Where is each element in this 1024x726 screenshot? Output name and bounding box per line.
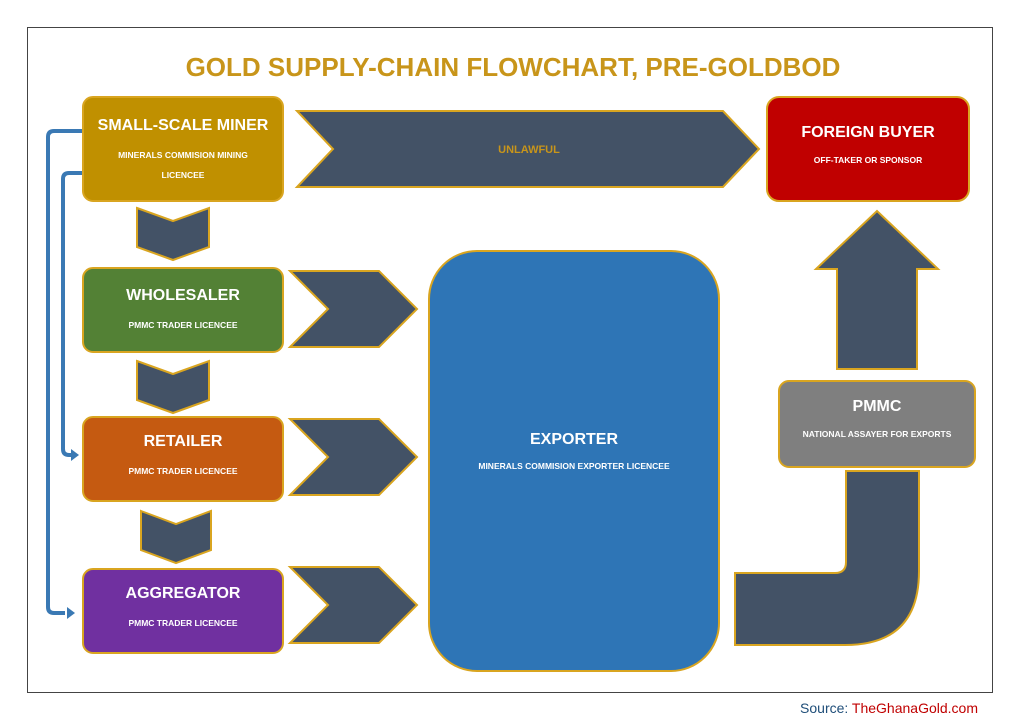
node-small-scale-miner <box>82 96 284 202</box>
arrow-retailer-to-exporter <box>287 418 419 496</box>
aggregator-subtitle: PMMC TRADER LICENCEE <box>128 618 237 628</box>
miner-subtitle-line2: LICENCEE <box>162 170 205 180</box>
node-foreign-buyer <box>766 96 970 202</box>
unlawful-arrow <box>294 110 761 188</box>
arrow-wholesaler-to-exporter <box>287 270 419 348</box>
down-arrow-retailer-to-aggregator <box>140 509 212 565</box>
arrow-exporter-to-pmmc <box>734 470 920 646</box>
node-retailer <box>82 416 284 502</box>
arrow-aggregator-to-exporter <box>287 566 419 644</box>
node-pmmc <box>778 380 976 468</box>
diagram-title: GOLD SUPPLY-CHAIN FLOWCHART, PRE-GOLDBOD <box>186 52 841 82</box>
node-aggregator <box>82 568 284 654</box>
exporter-title: EXPORTER <box>530 431 618 448</box>
wholesaler-title: WHOLESALER <box>126 287 240 304</box>
loop-arrowhead-inner <box>71 449 79 461</box>
source-prefix: Source: <box>800 700 852 716</box>
down-arrow-miner-to-wholesaler <box>136 206 210 262</box>
loop-arrowhead-outer <box>67 607 75 619</box>
exporter-subtitle: MINERALS COMMISION EXPORTER LICENCEE <box>478 461 670 471</box>
miner-subtitle-line1: MINERALS COMMISION MINING <box>118 150 248 160</box>
flowchart: GOLD SUPPLY-CHAIN FLOWCHART, PRE-GOLDBOD… <box>46 52 976 672</box>
pmmc-subtitle: NATIONAL ASSAYER FOR EXPORTS <box>803 429 952 439</box>
aggregator-title: AGGREGATOR <box>126 585 241 602</box>
miner-title: SMALL-SCALE MINER <box>98 117 269 134</box>
source-credit: Source: TheGhanaGold.com <box>800 700 978 716</box>
wholesaler-subtitle: PMMC TRADER LICENCEE <box>128 320 237 330</box>
source-site: TheGhanaGold.com <box>851 700 978 716</box>
arrow-pmmc-to-foreign-buyer <box>813 209 941 370</box>
node-exporter <box>428 250 720 672</box>
node-wholesaler <box>82 267 284 353</box>
retailer-title: RETAILER <box>144 433 223 450</box>
down-arrow-wholesaler-to-retailer <box>136 359 210 415</box>
foreign-buyer-subtitle: OFF-TAKER OR SPONSOR <box>814 155 922 165</box>
pmmc-title: PMMC <box>853 398 902 415</box>
diagram-frame: GOLD SUPPLY-CHAIN FLOWCHART, PRE-GOLDBOD… <box>27 27 993 693</box>
loop-connector-outer <box>46 129 83 615</box>
retailer-subtitle: PMMC TRADER LICENCEE <box>128 466 237 476</box>
foreign-buyer-title: FOREIGN BUYER <box>801 124 935 141</box>
loop-connector-inner <box>61 171 83 457</box>
unlawful-label: UNLAWFUL <box>498 144 560 156</box>
